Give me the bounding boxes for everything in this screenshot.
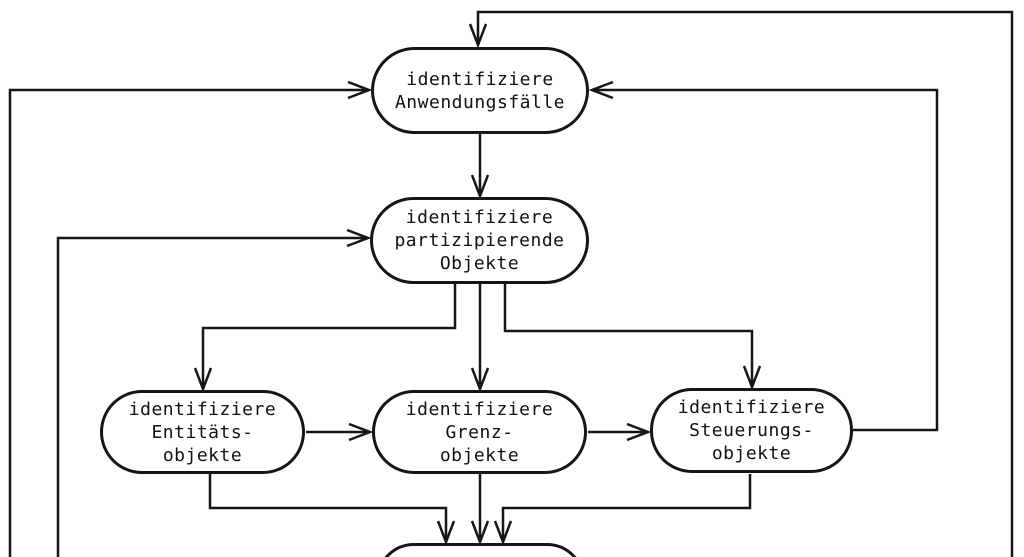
node-label: identifiziere Anwendungsfälle [394,68,566,113]
node-identifiziere-anwendungsfaelle: identifiziere Anwendungsfälle [371,47,589,134]
edge-steuerungs-to-anwendungsfaelle-right [592,90,939,432]
edge-bottom-loop-to-anwendungsfaelle-top [478,10,1014,557]
edge-partizipierende-to-entitaets [203,284,457,389]
node-identifiziere-grenzobjekte: identifiziere Grenz- objekte [372,390,587,474]
edge-left-loop-to-partizipierende [56,238,368,557]
node-identifiziere-entitaetsobjekte: identifiziere Entitäts- objekte [100,390,305,474]
edge-entitaets-to-bottom [208,474,446,542]
edge-steuerungs-to-bottom [503,474,752,542]
node-label: identifiziere Steuerungs- objekte [677,397,826,464]
edge-partizipierende-to-steuerungs [503,284,752,387]
node-identifiziere-steuerungsobjekte: identifiziere Steuerungs- objekte [650,388,853,473]
node-label: identifiziere Entitäts- objekte [128,398,277,466]
edge-left-loop-to-anwendungsfaelle [8,90,369,557]
node-identifiziere-partizipierende-objekte: identifiziere partizipierende Objekte [370,197,589,284]
node-label: identifiziere partizipierende Objekte [394,207,565,274]
node-label: identifiziere Grenz- objekte [405,398,554,466]
node-bottom-partial [376,543,585,557]
